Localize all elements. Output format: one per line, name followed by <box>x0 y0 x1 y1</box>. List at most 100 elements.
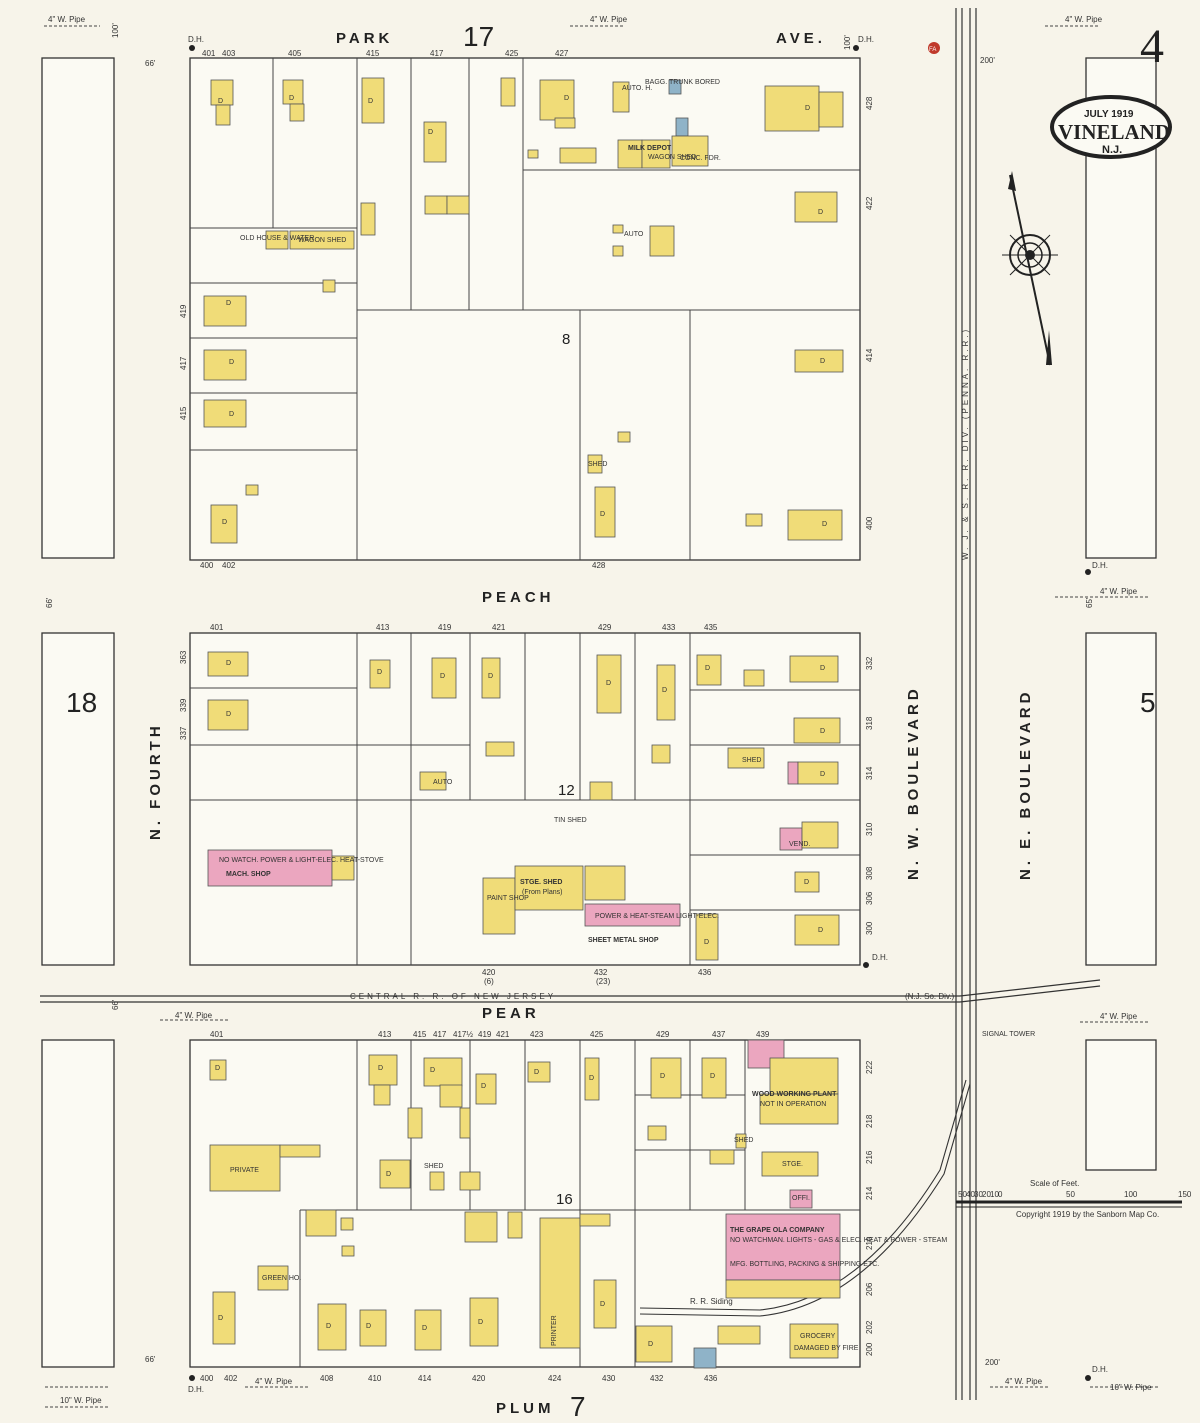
address-number: 210 <box>865 1236 874 1250</box>
fire-alarm-box-icon: FA <box>928 42 940 54</box>
address-number: 436 <box>704 1374 718 1383</box>
pipe-label: 10" W. Pipe <box>60 1396 102 1405</box>
pipe-label: 4" W. Pipe <box>590 15 628 24</box>
scale-tick-label: 50 <box>1066 1190 1075 1199</box>
address-number: 308 <box>865 866 874 880</box>
address-number: 422 <box>865 196 874 210</box>
building-type: D <box>606 680 611 687</box>
address-number: 428 <box>865 96 874 110</box>
building-label: AUTO <box>433 779 453 786</box>
adjacent-block-east-middle <box>1085 632 1157 966</box>
building-type: D <box>564 95 569 102</box>
address-number: 435 <box>704 623 718 632</box>
building-label: SIGNAL TOWER <box>982 1031 1035 1038</box>
scale-title: Scale of Feet. <box>1030 1179 1079 1188</box>
street-name-nw-boulevard: N. W. BOULEVARD <box>905 685 922 880</box>
building-label: SHED <box>742 757 761 764</box>
address-number: 400 <box>865 516 874 530</box>
address-number: 437 <box>712 1030 726 1039</box>
block-number: 7 <box>570 1391 586 1422</box>
address-number: 415 <box>413 1030 427 1039</box>
building-type: D <box>488 673 493 680</box>
building-type: D <box>820 728 825 735</box>
building-type: D <box>710 1073 715 1080</box>
svg-text:FA: FA <box>929 47 936 53</box>
state-name: N.J. <box>1102 144 1122 156</box>
building-type: D <box>222 519 227 526</box>
block-number: 18 <box>66 687 97 718</box>
address-number: 414 <box>865 348 874 362</box>
pipe-label: 4" W. Pipe <box>48 15 86 24</box>
address-number: 400 <box>200 1374 214 1383</box>
building-label: OLD HOUSE & WATER <box>240 235 314 242</box>
address-number: 413 <box>378 1030 392 1039</box>
address-number: 419 <box>478 1030 492 1039</box>
address-number: 415 <box>179 406 188 420</box>
pipe-label: 4" W. Pipe <box>1065 15 1103 24</box>
address-number: 222 <box>865 1060 874 1074</box>
railroad-wj-sr <box>955 8 977 1400</box>
hydrant-markers <box>189 45 1091 1381</box>
address-number: 433 <box>662 623 676 632</box>
scale-tick-label: 100 <box>1124 1190 1138 1199</box>
building-type: D <box>818 209 823 216</box>
address-number: 417½ <box>453 1030 473 1039</box>
address-number: 429 <box>598 623 612 632</box>
building-label: SHEET METAL SHOP <box>588 937 659 944</box>
pipe-label: 10" W. Pipe <box>1110 1383 1152 1392</box>
building-label: SHED <box>424 1163 443 1170</box>
block-number: 5 <box>1140 687 1156 718</box>
compass-rose-icon <box>1002 171 1058 366</box>
building-label: STGE. <box>782 1161 803 1168</box>
lot-lines-block-8 <box>190 58 860 560</box>
building-label: MACH. SHOP <box>226 871 271 878</box>
building-label: GREEN HO. <box>262 1275 301 1282</box>
address-number: 214 <box>865 1186 874 1200</box>
building-note: POWER & HEAT-STEAM LIGHT-ELEC. <box>595 913 719 920</box>
address-number: 432 <box>594 968 608 977</box>
building-type: D <box>805 105 810 112</box>
railroad-name-central: CENTRAL R. R. OF NEW JERSEY <box>350 992 556 1001</box>
address-number: 420 <box>472 1374 486 1383</box>
building-type: D <box>428 129 433 136</box>
building-type: D <box>229 359 234 366</box>
building-label: OFFI. <box>792 1195 810 1202</box>
building-note: (From Plans) <box>522 889 562 896</box>
address-number: 424 <box>548 1374 562 1383</box>
building-label: SHED <box>734 1137 753 1144</box>
address-number: 306 <box>865 891 874 905</box>
buildings-block-16 <box>209 1039 841 1369</box>
block-8 <box>189 57 861 561</box>
address-number: 310 <box>865 822 874 836</box>
building-type: D <box>589 1075 594 1082</box>
building-type: D <box>289 95 294 102</box>
building-label: PRINTER <box>551 1315 558 1346</box>
building-type: D <box>226 660 231 667</box>
rr-siding-label: R. R. Siding <box>690 1297 733 1306</box>
railroad-division-central: (N.J. So. Div.) <box>905 992 955 1001</box>
building-type: D <box>215 1065 220 1072</box>
building-type: D <box>326 1323 331 1330</box>
address-number: 218 <box>865 1114 874 1128</box>
street-name-peach: PEACH <box>482 589 555 606</box>
address-number: 421 <box>492 623 506 632</box>
pipe-label: 4" W. Pipe <box>1005 1377 1043 1386</box>
address-number: 318 <box>865 716 874 730</box>
railroad-central <box>40 979 1101 1003</box>
address-number: 337 <box>179 726 188 740</box>
building-note: DAMAGED BY FIRE <box>794 1345 859 1352</box>
address-number: 402 <box>222 561 236 570</box>
address-number: 439 <box>756 1030 770 1039</box>
sheet-number: 4 <box>1140 20 1164 73</box>
buildings-block-8 <box>203 77 844 544</box>
address-number: 417 <box>430 49 444 58</box>
address-number: 417 <box>433 1030 447 1039</box>
building-type: D <box>366 1323 371 1330</box>
building-type: D <box>229 411 234 418</box>
street-width: 200' <box>985 1358 1000 1367</box>
address-number: 202 <box>865 1320 874 1334</box>
street-width: 66' <box>145 59 156 68</box>
building-type: D <box>478 1319 483 1326</box>
lot-lines-block-12 <box>190 633 860 965</box>
